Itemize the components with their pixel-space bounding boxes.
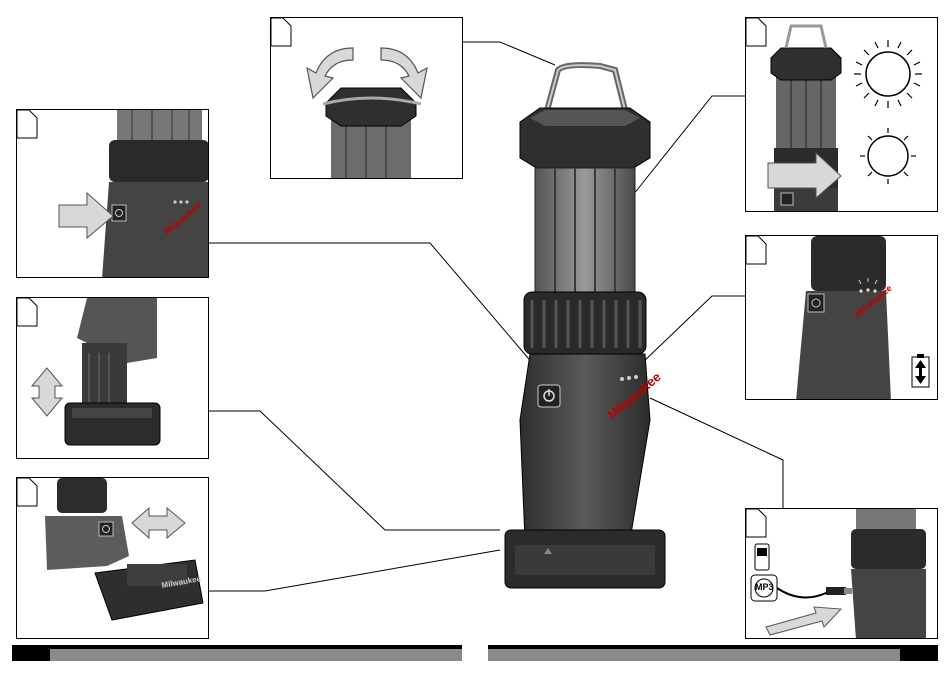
insert-arrow-icon (766, 607, 841, 635)
panel-battery-slide: Milwaukee (16, 477, 209, 639)
page-tag-icon (271, 18, 291, 46)
panel-charge-indicator: Milwaukee (745, 235, 938, 400)
lamp-body (520, 354, 650, 540)
press-arrow-icon (59, 193, 113, 238)
usb-plug-icon (826, 587, 852, 595)
footer-bar-right-accent (488, 649, 900, 661)
page-tag-icon (746, 18, 766, 46)
up-down-arrow-icon (32, 368, 62, 416)
panel-battery-attach (16, 297, 209, 459)
page-tag-icon (17, 298, 37, 326)
panel-rotate-head (270, 17, 463, 179)
lamp-light-tube (535, 168, 635, 300)
panel-power-button: Milwaukee (16, 109, 209, 278)
panel-brightness (745, 17, 938, 212)
page-tag-icon (746, 236, 766, 264)
footer-bar-left-accent (50, 649, 462, 661)
footer-bar-left (12, 645, 462, 661)
panel-usb-charging: MP3 (745, 508, 938, 639)
brightness-sun-icon (854, 40, 922, 184)
mp3-label: MP3 (755, 582, 774, 592)
page-tag-icon (746, 509, 766, 537)
phone-icon (755, 544, 769, 570)
page-tag-icon (17, 478, 37, 506)
left-right-arrow-icon (132, 508, 185, 538)
battery-level-icon (912, 354, 929, 387)
footer-bar-right (488, 645, 938, 661)
page-tag-icon (17, 110, 37, 138)
